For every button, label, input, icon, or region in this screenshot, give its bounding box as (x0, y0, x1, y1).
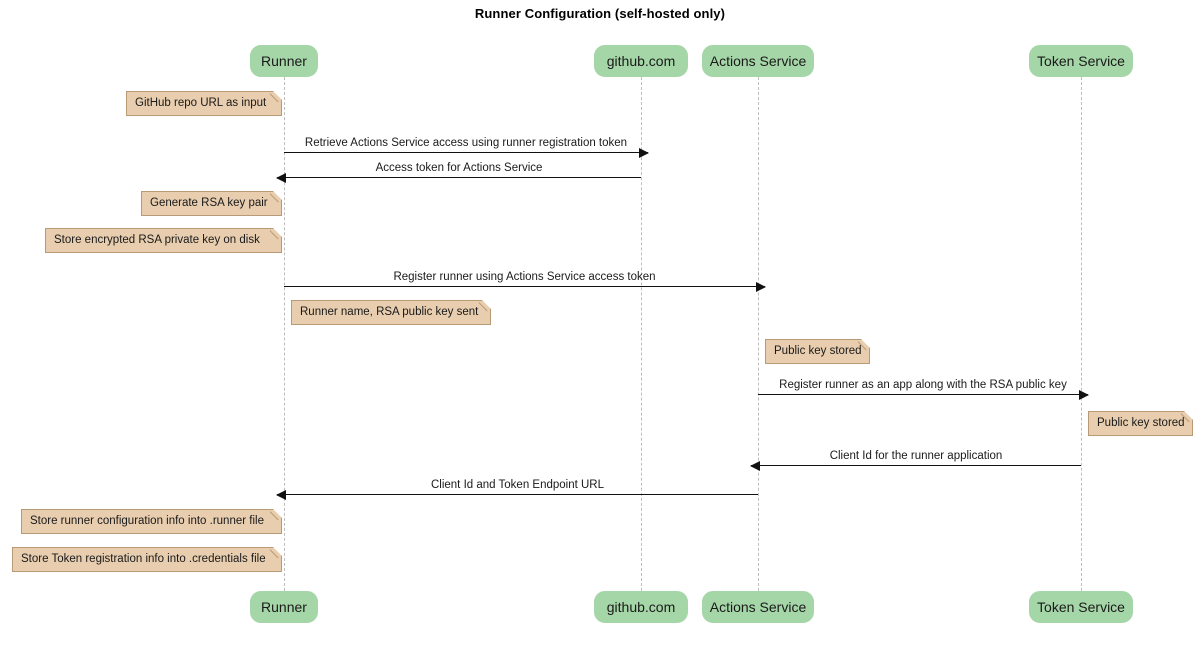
message-client-id-and-token-endpoint-url: Client Id and Token Endpoint URL (276, 479, 758, 500)
message-line (284, 152, 648, 153)
participant-label: github.com (606, 599, 676, 615)
note-text: GitHub repo URL as input (135, 97, 267, 109)
note-text: Store encrypted RSA private key on disk (54, 234, 260, 246)
participant-label: Actions Service (709, 599, 807, 615)
message-label: Client Id for the runner application (829, 450, 1003, 462)
participant-actions-service-top[interactable]: Actions Service (702, 45, 814, 77)
participant-label: Token Service (1037, 599, 1125, 615)
message-label: Access token for Actions Service (375, 162, 543, 174)
note-text: Store Token registration info into .cred… (21, 553, 266, 565)
participant-token-service-bottom[interactable]: Token Service (1029, 591, 1133, 623)
lifeline-actions-service (758, 77, 759, 591)
arrow-head-icon (639, 147, 649, 158)
participant-actions-service-bottom[interactable]: Actions Service (702, 591, 814, 623)
lifeline-token-service (1081, 77, 1082, 591)
message-label: Register runner as an app along with the… (779, 379, 1067, 391)
participant-label: Runner (261, 599, 307, 615)
note-fold-edge-icon (270, 191, 282, 203)
note-text: Public key stored (1097, 417, 1185, 429)
note-text: Store runner configuration info into .ru… (30, 515, 264, 527)
note-fold-edge-icon (479, 300, 491, 312)
message-line (751, 465, 1081, 466)
arrow-head-icon (276, 489, 286, 500)
note-github-repo-url: GitHub repo URL as input (126, 91, 282, 116)
participant-label: github.com (606, 53, 676, 69)
lifeline-runner (284, 77, 285, 591)
note-store-encrypted-key: Store encrypted RSA private key on disk (45, 228, 282, 253)
arrow-head-icon (1079, 389, 1089, 400)
participant-label: Actions Service (709, 53, 807, 69)
note-fold-edge-icon (270, 228, 282, 240)
participant-github-top[interactable]: github.com (594, 45, 688, 77)
note-fold-edge-icon (270, 509, 282, 521)
message-register-runner-using-access-token: Register runner using Actions Service ac… (284, 271, 766, 292)
note-fold-edge-icon (270, 547, 282, 559)
message-retrieve-actions-service-access: Retrieve Actions Service access using ru… (284, 137, 649, 158)
message-label: Retrieve Actions Service access using ru… (304, 137, 628, 149)
message-line (277, 494, 758, 495)
note-runner-name-public-key: Runner name, RSA public key sent (291, 300, 491, 325)
participant-github-bottom[interactable]: github.com (594, 591, 688, 623)
note-public-key-stored-as: Public key stored (765, 339, 870, 364)
participant-token-service-top[interactable]: Token Service (1029, 45, 1133, 77)
note-public-key-stored-ts: Public key stored (1088, 411, 1193, 436)
note-store-token-reg: Store Token registration info into .cred… (12, 547, 282, 572)
arrow-head-icon (276, 172, 286, 183)
note-generate-rsa-key-pair: Generate RSA key pair (141, 191, 282, 216)
note-text: Generate RSA key pair (150, 197, 268, 209)
participant-runner-bottom[interactable]: Runner (250, 591, 318, 623)
note-fold-edge-icon (270, 91, 282, 103)
message-line (277, 177, 641, 178)
message-access-token-for-actions-service: Access token for Actions Service (276, 162, 641, 183)
participant-runner-top[interactable]: Runner (250, 45, 318, 77)
message-line (284, 286, 765, 287)
note-store-runner-config: Store runner configuration info into .ru… (21, 509, 282, 534)
arrow-head-icon (750, 460, 760, 471)
participant-label: Token Service (1037, 53, 1125, 69)
note-text: Public key stored (774, 345, 862, 357)
arrow-head-icon (756, 281, 766, 292)
message-client-id-for-runner-application: Client Id for the runner application (750, 450, 1081, 471)
message-label: Client Id and Token Endpoint URL (430, 479, 605, 491)
message-register-runner-as-app: Register runner as an app along with the… (758, 379, 1089, 400)
message-line (758, 394, 1088, 395)
participant-label: Runner (261, 53, 307, 69)
note-text: Runner name, RSA public key sent (300, 306, 479, 318)
lifeline-github (641, 77, 642, 591)
message-label: Register runner using Actions Service ac… (393, 271, 656, 283)
page-title: Runner Configuration (self-hosted only) (474, 6, 726, 21)
